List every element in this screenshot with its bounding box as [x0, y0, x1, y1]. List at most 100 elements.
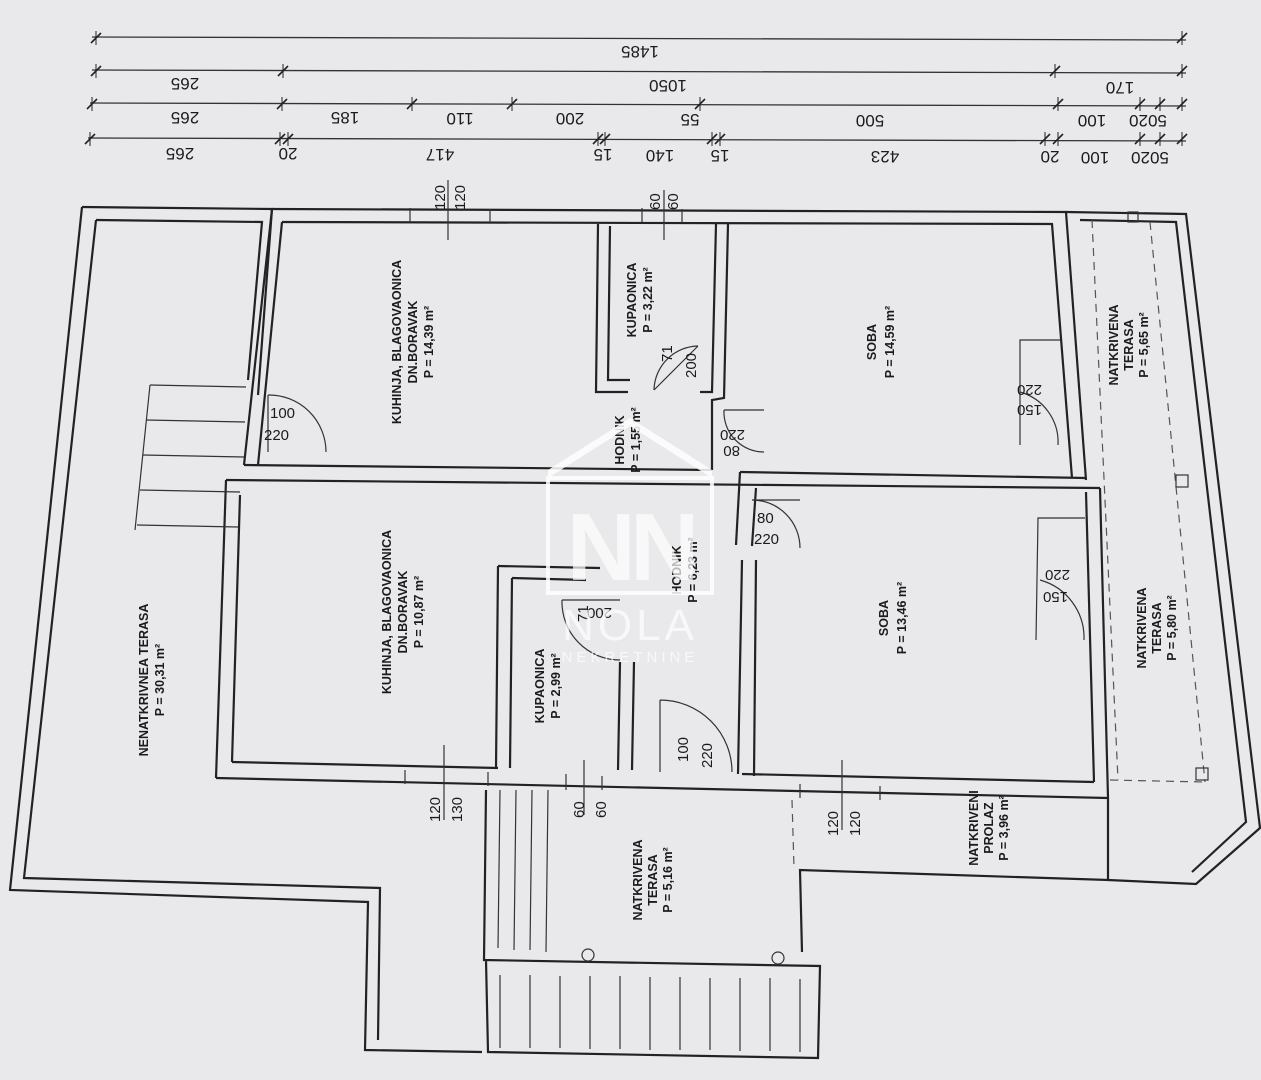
column-marker	[1195, 767, 1209, 781]
room-name: KUHINJA, BLAGOVAONICA	[380, 530, 394, 694]
column-marker	[1175, 474, 1189, 488]
dimension-line-4	[87, 137, 1187, 142]
door-width-label: 71	[575, 605, 592, 622]
room-label-bath-bottom: KUPAONICA P = 2,99 m²	[533, 649, 563, 724]
wall-segment	[750, 487, 758, 547]
column-marker	[581, 948, 595, 962]
dimension-line-3	[89, 102, 1187, 107]
door-height-label: 220	[1017, 381, 1042, 398]
wall-segment	[752, 559, 758, 777]
wall-segment	[736, 559, 744, 775]
dimension-line-1	[91, 36, 1187, 41]
window-marker	[409, 180, 491, 240]
dim-label: 423	[871, 147, 899, 166]
column-marker	[1127, 211, 1139, 223]
dim-label: 265	[171, 74, 199, 93]
dashed-guide	[1091, 219, 1206, 783]
wall-segment	[1065, 210, 1261, 886]
wall-segment	[494, 565, 500, 769]
door-width-label: 80	[723, 442, 740, 459]
dim-label: 5020	[1131, 148, 1169, 167]
column-marker	[771, 951, 785, 965]
room-label-bath-top: KUPAONICA P = 3,22 m²	[625, 263, 655, 338]
dim-label: 500	[856, 111, 884, 130]
room-area: P = 13,46 m²	[895, 582, 909, 654]
door-height-label: 220	[1045, 566, 1070, 583]
room-name: PROLAZ	[982, 802, 996, 854]
room-area: P = 6,23 m²	[686, 537, 700, 602]
dimension-lines	[84, 31, 1188, 146]
dashed-guide	[1109, 779, 1206, 783]
dim-label: 100	[1078, 111, 1106, 130]
dim-label: 20	[279, 144, 298, 163]
wall-segment	[741, 772, 1095, 784]
stairs-and-guides	[134, 211, 1209, 1052]
room-labels: KUHINJA, BLAGOVAONICA DN.BORAVAK P = 14,…	[137, 260, 1179, 921]
dim-label: 140	[646, 146, 674, 165]
wall-segment	[231, 760, 499, 770]
room-name: NATKRIVENA	[1107, 304, 1121, 385]
opening-labels: 100 220 120 120 60 60 71 200 220 80 220 …	[264, 185, 1070, 836]
room-name: TERASA	[1150, 602, 1164, 653]
door-height-label: 200	[587, 604, 612, 621]
room-area: P = 14,39 m²	[422, 306, 436, 378]
door-height-label: 220	[754, 531, 779, 548]
dashed-guide	[791, 799, 795, 869]
room-name: NATKRIVENI	[967, 790, 981, 865]
house-frame-icon	[546, 476, 714, 595]
room-label-terrace-bottom: NATKRIVENA TERASA P = 5,80 m²	[1135, 587, 1179, 668]
room-area: P = 3,22 m²	[641, 267, 655, 332]
room-area: P = 2,99 m²	[549, 653, 563, 718]
room-name: TERASA	[646, 854, 660, 905]
window-label: 60	[593, 801, 610, 818]
window-label: 120	[847, 811, 864, 836]
room-area: P = 3,96 m²	[997, 795, 1011, 860]
dim-label: 100	[1081, 148, 1109, 167]
wall-segment	[215, 776, 1109, 800]
wall-segment	[225, 478, 1101, 490]
dim-label: 15	[711, 146, 730, 165]
wall-segment	[710, 223, 730, 470]
room-name: SOBA	[877, 600, 891, 636]
wall-segment	[606, 225, 630, 382]
room-label-hall-bottom: HODNIK P = 6,23 m²	[670, 537, 700, 602]
wall-segment	[230, 494, 242, 763]
monogram-text: NN	[567, 494, 694, 601]
dim-label: 185	[331, 108, 359, 127]
wall-segment	[1079, 218, 1248, 873]
door-width-label: 100	[675, 737, 692, 762]
window-marker	[641, 190, 683, 240]
room-label-front-terrace: NATKRIVENA TERASA P = 5,16 m²	[631, 839, 675, 920]
room-name: DN.BORAVAK	[396, 571, 410, 654]
wall-segment	[8, 206, 483, 1054]
brand-text: NOLA	[562, 601, 698, 650]
window-label: 120	[452, 185, 469, 210]
room-name: KUPAONICA	[625, 263, 639, 338]
door-height-label: 220	[699, 743, 716, 768]
wall-segment	[1084, 491, 1096, 783]
room-name: HODNIK	[670, 545, 684, 594]
room-name: KUHINJA, BLAGOVAONICA	[390, 260, 404, 424]
dim-label: 55	[681, 110, 700, 129]
room-label-room-top: SOBA P = 14,59 m²	[865, 306, 897, 378]
door-swing	[1019, 339, 1060, 446]
window-label: 120	[825, 811, 842, 836]
wall-segment	[616, 661, 622, 771]
room-area: P = 1,55 m²	[629, 407, 643, 472]
room-label-open-terrace: NENATKRIVNEA TERASA P = 30,31 m²	[137, 604, 167, 757]
stair-edge	[134, 384, 151, 531]
wall-segment	[95, 218, 264, 381]
wall-segment	[1098, 487, 1110, 799]
wall-segment	[798, 798, 1110, 953]
wall-segment	[281, 220, 1074, 479]
door-swing	[561, 599, 621, 661]
dim-label: 1050	[649, 76, 687, 95]
wall-segment	[256, 221, 284, 466]
dim-label: 110	[446, 109, 473, 128]
dim-label: 265	[171, 108, 199, 127]
room-label-kitchen-bottom: KUHINJA, BLAGOVAONICA DN.BORAVAK P = 10,…	[380, 530, 426, 694]
room-name: TERASA	[1122, 319, 1136, 370]
window-label: 60	[665, 193, 682, 210]
